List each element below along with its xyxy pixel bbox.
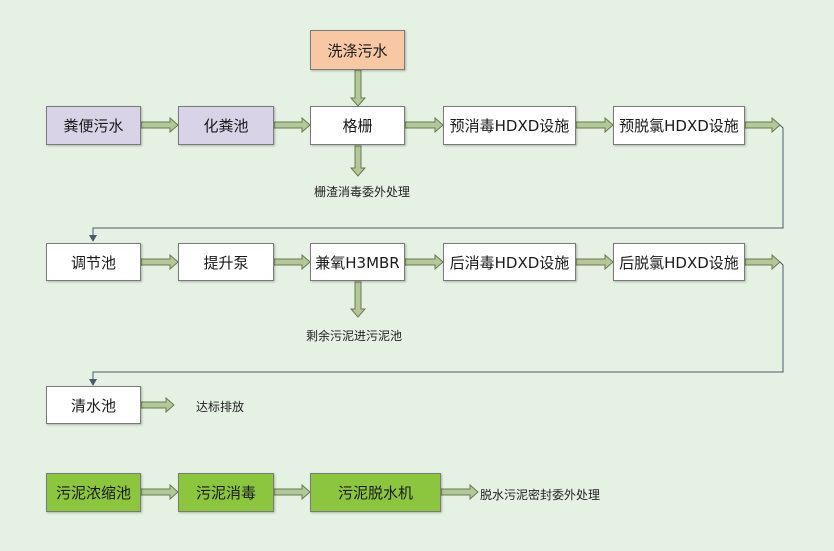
arrow-predisinfect-to-predechlor — [575, 116, 614, 134]
node-sludge-dewatering: 污泥脱水机 — [310, 473, 441, 512]
node-lift-pump: 提升泵 — [178, 243, 274, 281]
node-label: 后脱氯HDXD设施 — [619, 253, 739, 272]
arrow-regulate-to-lift — [140, 253, 179, 271]
node-label: 兼氧H3MBR — [315, 253, 400, 272]
arrow-disinfect-to-dewater — [273, 483, 311, 501]
node-label: 污泥脱水机 — [337, 484, 413, 502]
arrow-grille-to-predisinfect — [404, 116, 444, 134]
node-clear-water-pool: 清水池 — [46, 386, 141, 424]
arrow-predechlor-out — [744, 116, 781, 134]
node-wash-water: 洗涤污水 — [310, 30, 405, 70]
line-row2-to-row3 — [92, 261, 784, 380]
node-pre-disinfection: 预消毒HDXD设施 — [443, 106, 576, 145]
node-pre-dechlorination: 预脱氯HDXD设施 — [613, 106, 745, 145]
node-label: 提升泵 — [203, 253, 249, 272]
arrow-thicken-to-disinfect — [140, 483, 179, 501]
arrow-postdechlor-out — [744, 253, 781, 271]
arrow-feces-to-septic — [140, 116, 179, 134]
node-label: 后消毒HDXD设施 — [449, 253, 570, 272]
arrow-postdisinfect-to-postdechlor — [575, 253, 614, 271]
node-label: 粪便污水 — [63, 117, 124, 135]
node-label: 预消毒HDXD设施 — [449, 117, 570, 135]
arrow-grille-to-screenings — [349, 145, 367, 177]
note-screenings: 栅渣消毒委外处理 — [314, 185, 411, 199]
arrow-clear-to-discharge — [140, 396, 175, 414]
arrow-mbr-to-postdisinfect — [404, 253, 444, 271]
arrow-dewater-to-dewatered — [440, 483, 479, 501]
node-anoxic-mbr: 兼氧H3MBR — [310, 243, 405, 281]
node-label: 调节池 — [70, 253, 116, 272]
node-sludge-disinfection: 污泥消毒 — [178, 473, 274, 512]
node-feces-water: 粪便污水 — [46, 106, 141, 145]
node-grille: 格栅 — [310, 106, 405, 145]
node-label: 污泥浓缩池 — [55, 484, 131, 502]
node-label: 清水池 — [70, 396, 116, 415]
note-discharge: 达标排放 — [196, 400, 245, 414]
node-post-disinfection: 后消毒HDXD设施 — [443, 243, 576, 281]
node-regulating-pool: 调节池 — [46, 243, 141, 281]
arrow-lift-to-mbr — [273, 253, 311, 271]
arrow-septic-to-grille — [273, 116, 311, 134]
line-row1-to-row2-head — [89, 235, 97, 242]
line-row2-to-row3-head — [89, 379, 97, 386]
node-label: 格栅 — [342, 117, 373, 135]
note-excess-sludge: 剩余污泥进污泥池 — [306, 329, 403, 343]
node-label: 预脱氯HDXD设施 — [619, 117, 739, 135]
node-label: 污泥消毒 — [195, 484, 256, 502]
node-label: 洗涤污水 — [327, 41, 388, 60]
node-septic-tank: 化粪池 — [178, 106, 274, 145]
node-post-dechlorination: 后脱氯HDXD设施 — [613, 243, 745, 281]
arrow-mbr-to-excess-sludge — [349, 281, 367, 318]
node-sludge-thickener: 污泥浓缩池 — [46, 473, 141, 512]
line-row1-to-row2 — [92, 124, 784, 236]
arrow-wash-to-grille — [349, 69, 367, 107]
note-dewatered-sludge: 脱水污泥密封委外处理 — [480, 488, 601, 502]
node-label: 化粪池 — [203, 117, 249, 135]
